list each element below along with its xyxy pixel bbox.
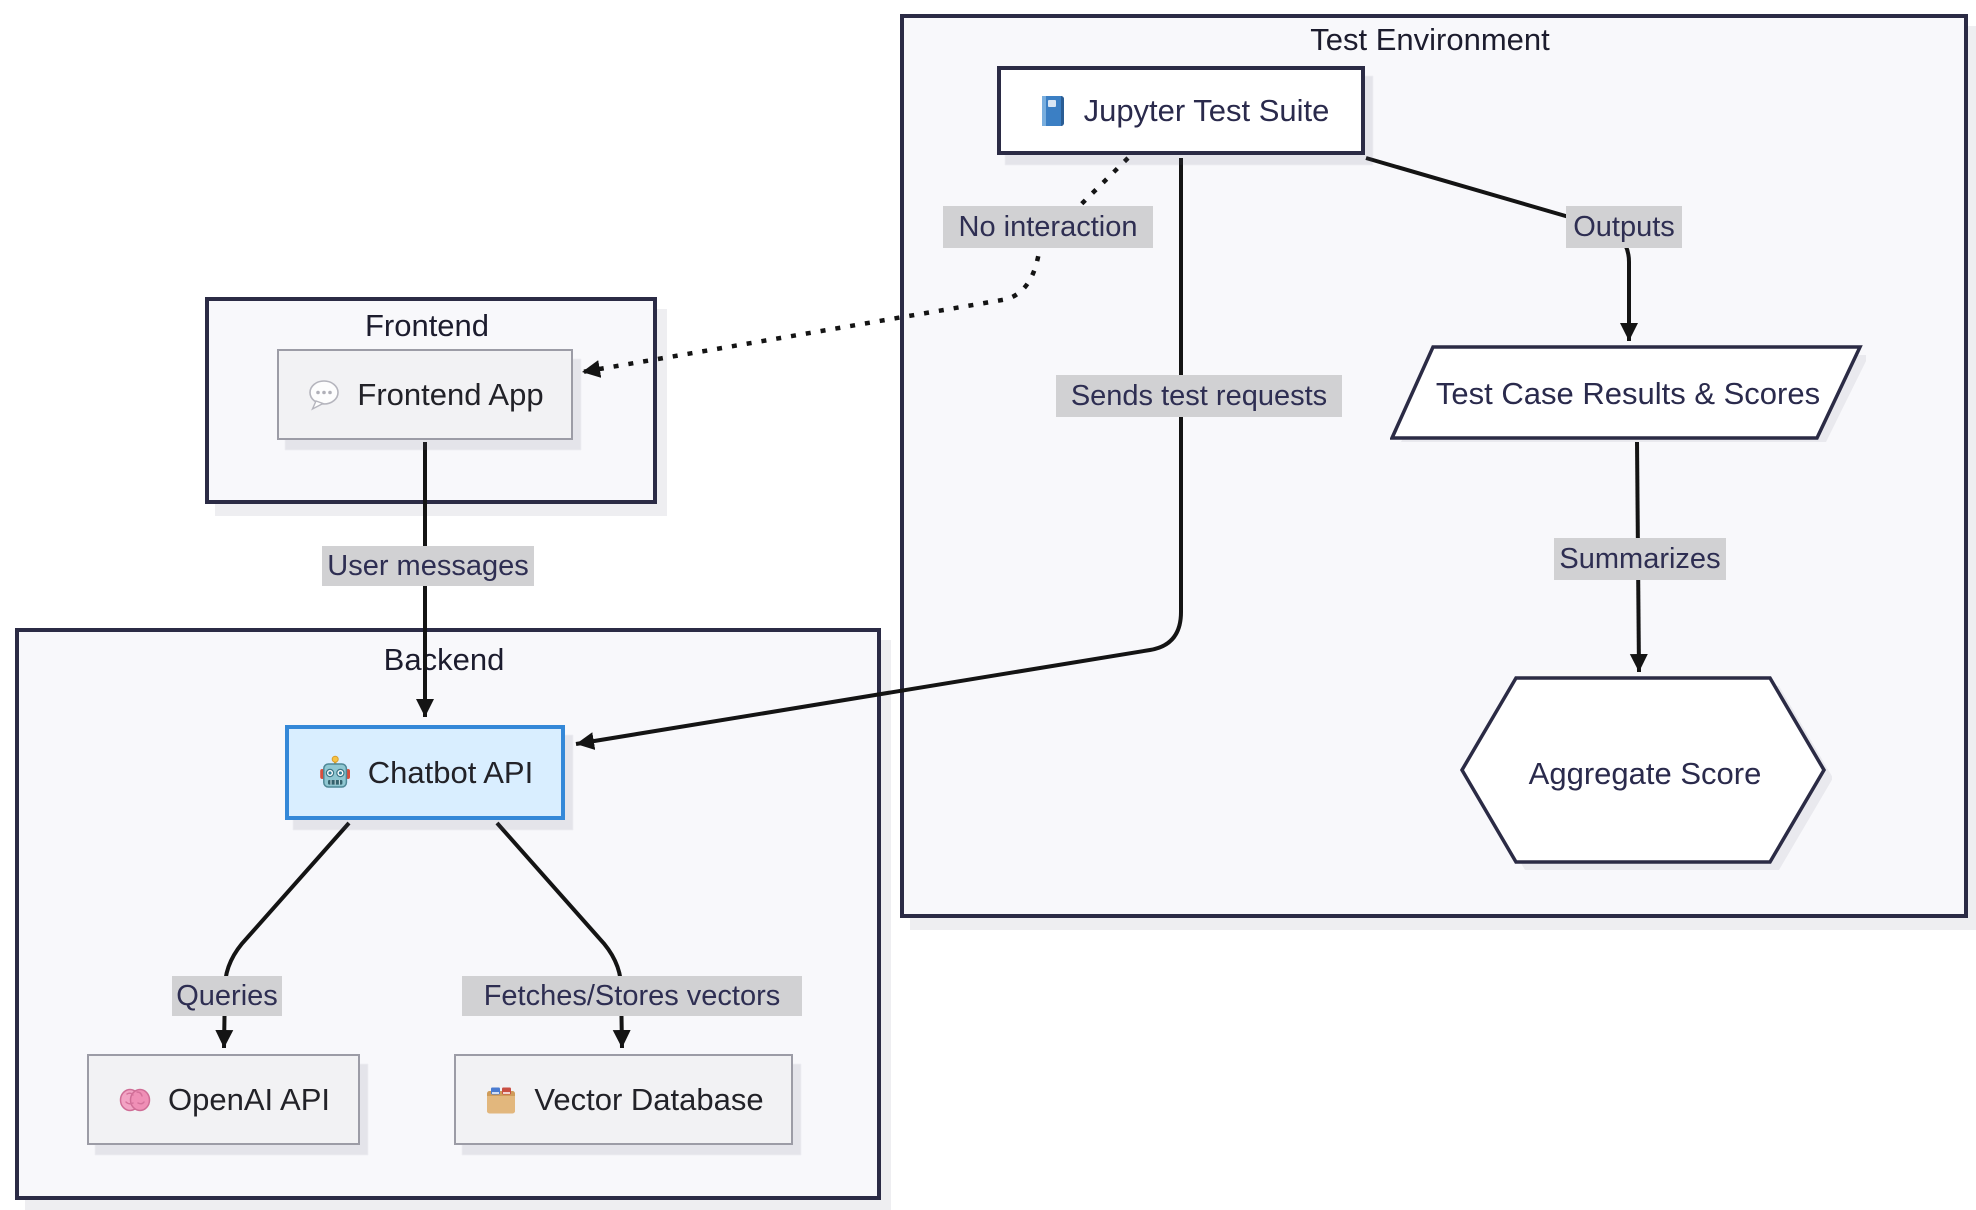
node-label: Vector Database xyxy=(534,1081,764,1117)
edge-label-outputs: Outputs xyxy=(1566,206,1682,248)
speech-balloon-icon xyxy=(306,377,342,413)
node-jupyter-test-suite: Jupyter Test Suite xyxy=(997,66,1365,155)
node-aggregate-score: Aggregate Score xyxy=(1458,674,1832,874)
container-title-frontend: Frontend xyxy=(364,308,490,343)
node-label: OpenAI API xyxy=(168,1081,330,1117)
node-label: Chatbot API xyxy=(367,754,534,790)
edge-label-queries: Queries xyxy=(172,976,282,1016)
brain-icon xyxy=(117,1082,153,1118)
hexagon-shape xyxy=(1459,676,1832,870)
edge-label-no-interaction: No interaction xyxy=(943,206,1153,248)
robot-icon xyxy=(317,755,353,791)
edge-label-fetches-stores-vectors: Fetches/Stores vectors xyxy=(462,976,802,1016)
node-test-case-results: Test Case Results & Scores xyxy=(1390,344,1866,444)
edge-outputs xyxy=(1365,156,1638,341)
edge-label-user-messages: User messages xyxy=(322,546,534,586)
edge-no-interaction xyxy=(581,156,1130,378)
node-label: Frontend App xyxy=(357,376,544,412)
container-title-backend: Backend xyxy=(383,642,505,677)
node-label: Aggregate Score xyxy=(1528,756,1762,791)
container-title-test-environment: Test Environment xyxy=(1310,22,1550,57)
node-openai-api: OpenAI API xyxy=(87,1054,360,1145)
edge-label-summarizes: Summarizes xyxy=(1554,538,1726,580)
edge-sends-test-requests xyxy=(575,158,1183,750)
parallelogram-shape xyxy=(1390,345,1866,442)
edge-label-sends-test-requests: Sends test requests xyxy=(1056,375,1342,417)
node-label: Test Case Results & Scores xyxy=(1435,376,1821,411)
node-chatbot-api: Chatbot API xyxy=(285,725,565,820)
node-label: Jupyter Test Suite xyxy=(1083,92,1330,128)
node-vector-database: Vector Database xyxy=(454,1054,793,1145)
node-frontend-app: Frontend App xyxy=(277,349,573,440)
card-index-icon xyxy=(483,1082,519,1118)
book-icon xyxy=(1033,93,1069,129)
